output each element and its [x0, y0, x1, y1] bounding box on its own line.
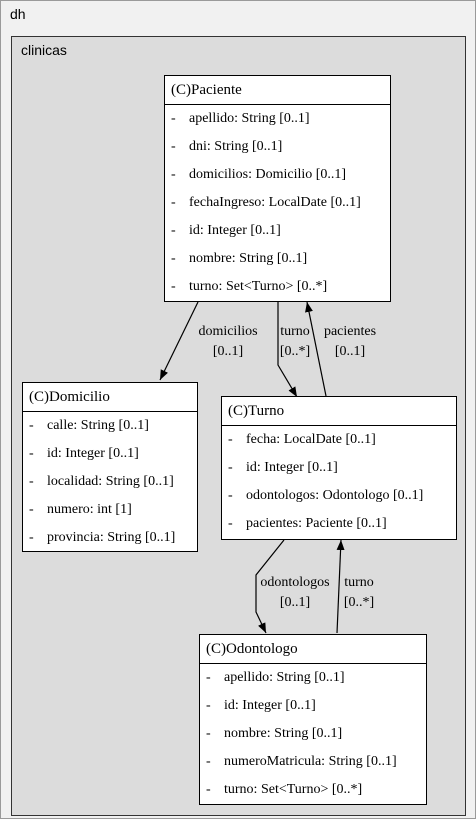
class-attribute: -domicilios: Domicilio [0..1]	[171, 167, 347, 182]
assoc-name: domicilios	[198, 324, 258, 339]
assoc-multiplicity: [0..1]	[279, 595, 311, 610]
class-paciente[interactable]: (C)Paciente -apellido: String [0..1] -dn…	[164, 75, 391, 302]
class-attribute: -odontologos: Odontologo [0..1]	[228, 488, 424, 503]
class-title: (C)Paciente	[165, 76, 390, 105]
class-attribute: -provincia: String [0..1]	[29, 530, 176, 545]
edge-paciente-domicilios	[159, 301, 199, 381]
class-attribute: -nombre: String [0..1]	[206, 726, 343, 741]
class-title: (C)Odontologo	[200, 635, 426, 664]
class-domicilio[interactable]: (C)Domicilio -calle: String [0..1] -id: …	[22, 382, 198, 552]
edge-turno-pacientes	[305, 301, 327, 397]
class-odontologo[interactable]: (C)Odontologo -apellido: String [0..1] -…	[199, 634, 427, 805]
label-paciente-turno: turno [0..*]	[274, 322, 316, 362]
class-attribute: -pacientes: Paciente [0..1]	[228, 516, 387, 531]
assoc-multiplicity: [0..1]	[212, 344, 244, 359]
class-attribute: -id: Integer [0..1]	[171, 223, 281, 238]
assoc-name: turno	[280, 324, 310, 339]
class-attribute: -id: Integer [0..1]	[29, 446, 139, 461]
class-title: (C)Domicilio	[23, 383, 197, 412]
assoc-multiplicity: [0..*]	[343, 595, 375, 610]
class-attribute: -id: Integer [0..1]	[228, 460, 338, 475]
assoc-name: pacientes	[323, 324, 377, 339]
edge-paciente-turno	[277, 302, 298, 398]
package-dh-title: dh	[10, 6, 26, 22]
class-attribute: -turno: Set<Turno> [0..*]	[206, 782, 363, 797]
class-attribute: -dni: String [0..1]	[171, 139, 283, 154]
assoc-name: turno	[344, 575, 374, 590]
class-attribute: -apellido: String [0..1]	[206, 670, 345, 685]
assoc-multiplicity: [0..*]	[279, 344, 311, 359]
class-attribute: -id: Integer [0..1]	[206, 698, 316, 713]
label-turno-pacientes: pacientes [0..1]	[318, 322, 382, 362]
edge-odontologo-turno	[336, 539, 345, 634]
package-clinicas-title: clinicas	[21, 42, 67, 58]
class-attribute: -numeroMatricula: String [0..1]	[206, 754, 397, 769]
class-attribute: -numero: int [1]	[29, 502, 132, 517]
label-odontologo-turno: turno [0..*]	[338, 573, 380, 613]
label-turno-odontologos: odontologos [0..1]	[253, 573, 337, 613]
class-attribute: -fecha: LocalDate [0..1]	[228, 432, 376, 447]
edge-turno-odontologos	[255, 539, 285, 634]
class-attribute: -nombre: String [0..1]	[171, 251, 308, 266]
class-attribute: -calle: String [0..1]	[29, 418, 149, 433]
assoc-multiplicity: [0..1]	[334, 344, 366, 359]
assoc-name: odontologos	[260, 575, 330, 590]
class-attribute: -apellido: String [0..1]	[171, 111, 310, 126]
label-paciente-domicilios: domicilios [0..1]	[190, 322, 266, 362]
class-turno[interactable]: (C)Turno -fecha: LocalDate [0..1] -id: I…	[221, 396, 457, 540]
class-attribute: -fechaIngreso: LocalDate [0..1]	[171, 195, 361, 210]
class-title: (C)Turno	[222, 397, 456, 426]
class-attribute: -localidad: String [0..1]	[29, 474, 174, 489]
class-attribute: -turno: Set<Turno> [0..*]	[171, 279, 328, 294]
